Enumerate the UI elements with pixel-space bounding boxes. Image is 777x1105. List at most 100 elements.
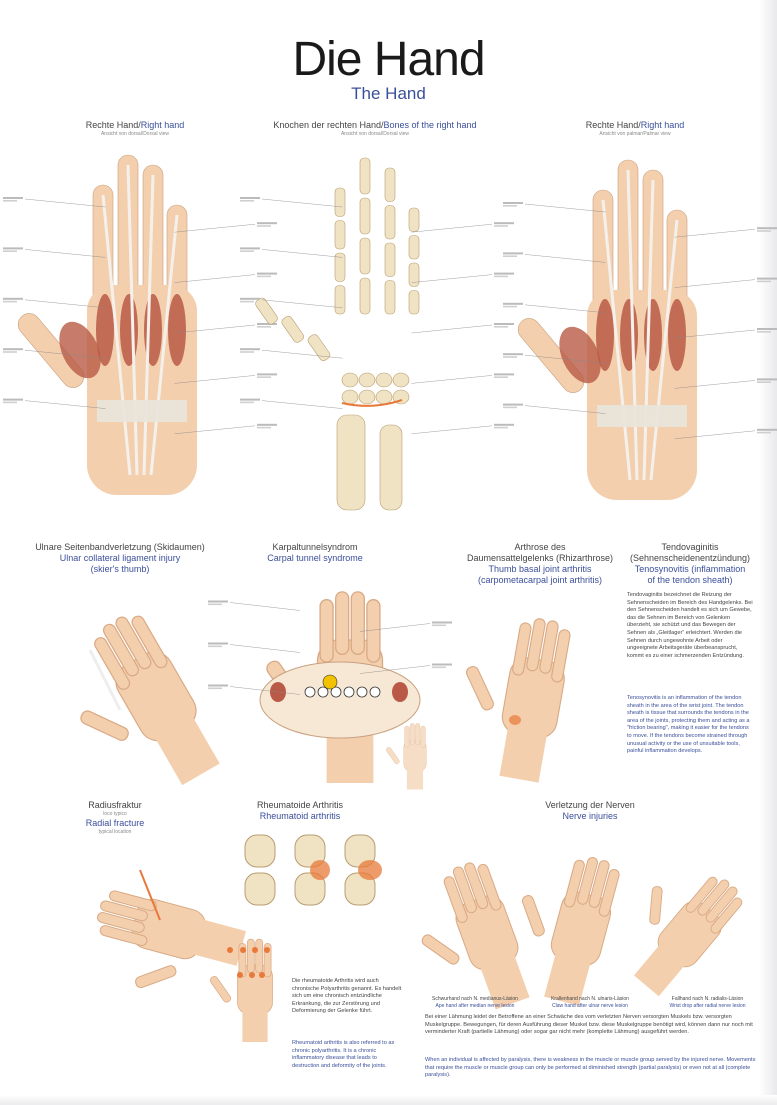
thumb-bone xyxy=(281,315,305,343)
label-text-placeholder xyxy=(3,247,23,250)
finger xyxy=(443,876,468,923)
ligament xyxy=(88,649,122,711)
label-text-placeholder xyxy=(757,280,771,283)
inflamed-joint xyxy=(240,947,246,953)
label-text-placeholder xyxy=(240,297,260,300)
label-text-placeholder xyxy=(503,356,517,358)
thumb xyxy=(521,895,545,937)
label-text-placeholder xyxy=(240,197,260,199)
label-text-placeholder xyxy=(494,222,514,225)
label-text-placeholder xyxy=(494,225,508,227)
label-text-placeholder xyxy=(257,225,271,227)
phalanx-bone xyxy=(408,290,420,315)
finger xyxy=(577,857,598,905)
leader-line xyxy=(229,644,301,653)
tendon-section xyxy=(356,686,368,698)
label-text-placeholder xyxy=(257,376,271,378)
phalanx-bone xyxy=(359,277,371,315)
leader-line xyxy=(359,665,431,674)
label-text-placeholder xyxy=(240,351,254,353)
finger xyxy=(99,925,148,946)
bone xyxy=(244,834,276,868)
finger xyxy=(464,862,489,910)
label-text-placeholder xyxy=(3,197,23,199)
label-text-placeholder xyxy=(757,381,771,383)
leader-line xyxy=(174,375,256,384)
poster-subtitle: The Hand xyxy=(351,84,426,103)
leader-line xyxy=(674,430,756,439)
nerve-text-de: Bei einer Lähmung leidet der Betroffene … xyxy=(425,1014,753,1036)
tendon xyxy=(642,179,655,481)
heading-bones: Knochen der rechten Hand/Bones of the ri… xyxy=(273,120,477,137)
wrist xyxy=(242,1010,268,1042)
label-text-placeholder xyxy=(432,624,446,627)
muscle xyxy=(668,299,686,371)
tendovaginitis-text-en: Tenosynovitis is an inflammation of the … xyxy=(627,695,750,755)
dorsal-hand-illustration xyxy=(3,154,277,495)
finger xyxy=(598,869,620,917)
phalanx-bone xyxy=(334,285,346,315)
muscle-section xyxy=(392,682,408,702)
thumb-bone xyxy=(307,334,331,361)
leader-line xyxy=(524,254,606,263)
tendon xyxy=(601,199,632,481)
leader-line xyxy=(524,405,606,414)
leader-line xyxy=(359,623,431,632)
finger xyxy=(477,863,502,911)
finger xyxy=(94,637,131,690)
label-text-placeholder xyxy=(257,222,277,225)
label-text-placeholder xyxy=(240,200,254,202)
finger xyxy=(539,620,559,674)
label-text-placeholder xyxy=(757,378,777,381)
finger xyxy=(705,886,738,923)
finger xyxy=(452,866,477,914)
thumb xyxy=(209,976,232,1003)
median-nerve xyxy=(322,674,338,690)
retinaculum xyxy=(97,400,187,422)
tendon xyxy=(142,174,155,476)
label-text-placeholder xyxy=(240,247,260,250)
leader-line xyxy=(229,602,301,611)
carpal-bone xyxy=(375,372,393,388)
label-text-placeholder xyxy=(757,227,777,230)
wrist xyxy=(499,726,548,783)
thumb-bone xyxy=(255,297,278,325)
finger xyxy=(588,860,610,908)
label-text-placeholder xyxy=(503,305,517,308)
leader-line xyxy=(229,686,301,695)
finger xyxy=(420,725,426,748)
thumb xyxy=(80,710,129,741)
carpal-bone xyxy=(341,389,359,405)
finger xyxy=(404,725,410,748)
label-text-placeholder xyxy=(3,300,17,303)
label-text-placeholder xyxy=(240,348,260,351)
inflamed-joint xyxy=(358,860,382,880)
hand xyxy=(386,723,427,790)
finger xyxy=(697,879,730,916)
heading-tendovaginitis: Tendovaginitis(Sehnenscheidenentzündung)… xyxy=(629,542,751,585)
muscle xyxy=(168,294,186,366)
rheumatoid-joints-illustration xyxy=(244,834,382,906)
leader-line xyxy=(411,274,493,283)
carpal-bone xyxy=(392,372,410,388)
muscle xyxy=(120,294,138,366)
label-text-placeholder xyxy=(208,642,228,645)
carpal-tunnel-illustration xyxy=(208,591,452,790)
phalanx-bone xyxy=(359,237,371,275)
label-text-placeholder xyxy=(494,426,508,429)
nerve-text-en: When an individual is affected by paraly… xyxy=(425,1057,756,1079)
carpal-bone xyxy=(375,389,393,405)
ulna-bone xyxy=(379,424,403,511)
finger xyxy=(115,616,152,670)
radius-bone xyxy=(336,414,366,511)
leader-line xyxy=(24,350,106,359)
label-text-placeholder xyxy=(494,323,514,325)
phalanx-bone xyxy=(359,157,371,195)
thumb xyxy=(465,665,494,711)
phalanx-bone xyxy=(384,205,396,240)
thumb xyxy=(517,318,585,393)
inflamed-joint xyxy=(227,947,233,953)
